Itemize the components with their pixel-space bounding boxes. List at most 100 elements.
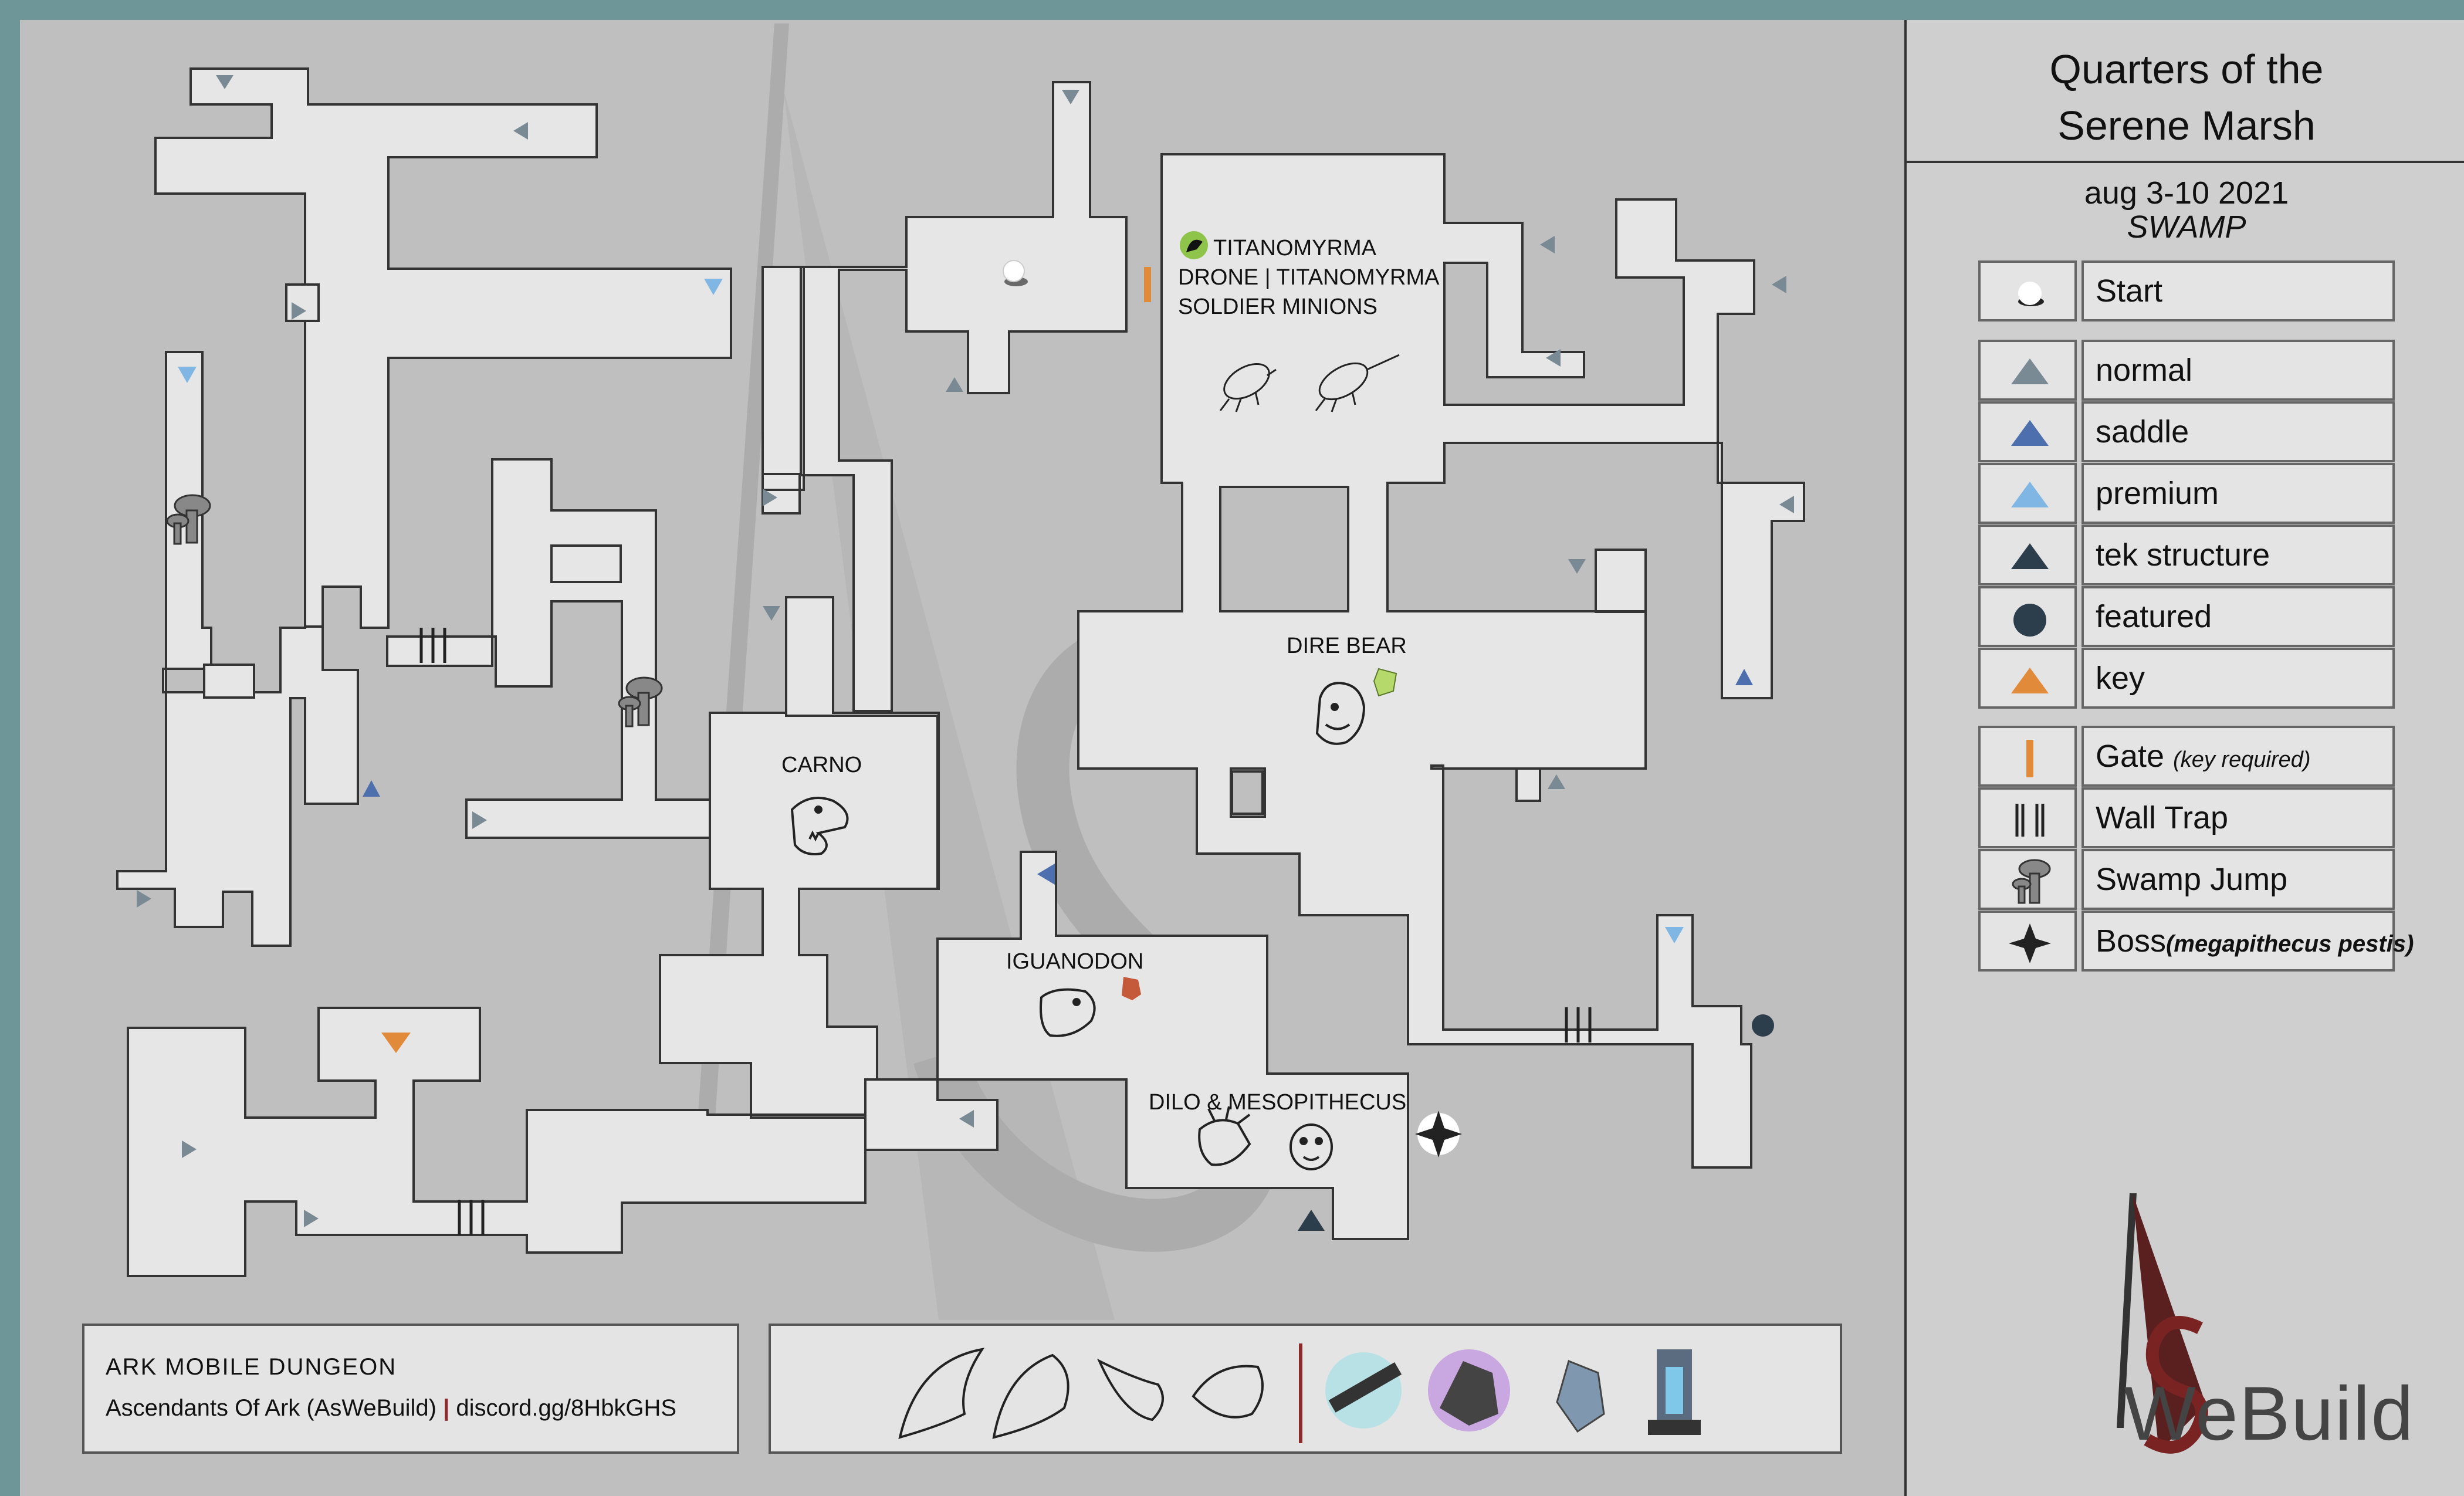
saddle-triangle-icon [363, 669, 1753, 885]
room-label-carno: CARNO [781, 753, 862, 777]
titanomyrma-badge-icon [1180, 231, 1208, 259]
map-title: Quarters of the Serene Marsh [1907, 41, 2464, 154]
gate-bar-icon [2026, 740, 2033, 777]
premium-triangle-icon [178, 279, 1684, 943]
legend-row-normal: normal [1978, 340, 2395, 401]
room-carno [659, 712, 939, 1116]
legend-row-start: Start [1978, 260, 2395, 321]
gate-icon [1144, 267, 1151, 302]
aswebuild-logo [2117, 1193, 2208, 1454]
legend-boss-name: (megapithecus pestis) [2166, 931, 2414, 957]
room-label-titanomyrma: TITANOMYRMA [1213, 236, 1376, 260]
legend-icon-cell [1978, 586, 2077, 647]
room-label-dilo-mesopithecus: DILO & MESOPITHECUS [1149, 1090, 1407, 1115]
titanomyrma-drone-icon [1219, 363, 1277, 412]
legend-gate-note: (key required) [2173, 747, 2311, 772]
legend-label: Start [2081, 260, 2395, 321]
carno-icon [790, 797, 849, 855]
pillar-hole-2 [1231, 770, 1264, 815]
boss-star-icon [1415, 1111, 1462, 1157]
info-box: ARK MOBILE DUNGEON Ascendants Of Ark (As… [82, 1324, 739, 1454]
dragon-head-icon [1192, 1365, 1264, 1419]
legend-label: featured [2081, 586, 2395, 647]
wall-trap-icon [458, 1200, 485, 1235]
legend-icon-cell [1978, 911, 2077, 972]
featured-circle-icon [1752, 1014, 1774, 1037]
legend-label: saddle [2081, 401, 2395, 462]
legend-row-premium: premium [1978, 463, 2395, 524]
legend-row-swamp-jump: Swamp Jump [1978, 849, 2395, 910]
dilo-icon [1198, 1106, 1251, 1166]
legend-icon-cell [1978, 401, 2077, 462]
dire-bear-icon [1315, 682, 1366, 745]
asset-strip [769, 1324, 1842, 1454]
room-northwest [154, 67, 732, 629]
dire-bear-badge-icon [1373, 668, 1397, 697]
legend-row-key: key [1978, 648, 2395, 709]
event-date: aug 3-10 2021 [2084, 175, 2289, 211]
info-title: ARK MOBILE DUNGEON [106, 1354, 397, 1380]
info-credits: Ascendants Of Ark (AsWeBuild) | discord.… [106, 1395, 676, 1421]
room-label-dire-bear: DIRE BEAR [1287, 634, 1407, 658]
legend-label: Gate (key required) [2081, 726, 2395, 787]
guild-name: Ascendants Of Ark (AsWeBuild) [106, 1395, 436, 1421]
tek-rifle-icon [1328, 1362, 1402, 1413]
legend-icon-cell [1978, 726, 2077, 787]
legend-row-gate: Gate (key required) [1978, 726, 2395, 787]
dimorphodon-icon [1096, 1358, 1164, 1421]
legend-label: tek structure [2081, 524, 2395, 585]
legend-label: Swamp Jump [2081, 849, 2395, 910]
legend-icon-cell [1978, 260, 2077, 321]
discord-link[interactable]: discord.gg/8HbkGHS [456, 1395, 677, 1421]
room-label-soldier-minions: SOLDIER MINIONS [1178, 295, 1377, 319]
asset-divider [1299, 1343, 1302, 1443]
biome-label: SWAMP [2127, 209, 2246, 245]
legend-label: Wall Trap [2081, 787, 2395, 848]
legend-label: premium [2081, 463, 2395, 524]
wall-trap-icon [419, 628, 446, 663]
legend-row-saddle: saddle [1978, 401, 2395, 462]
legend-icon-cell [1978, 648, 2077, 709]
legend-icon-cell [1978, 463, 2077, 524]
legend-icon-cell [1978, 340, 2077, 401]
legend-label: Boss(megapithecus pestis) [2081, 911, 2414, 972]
mushroom-icon [618, 676, 663, 727]
iguanodon-badge-icon [1122, 977, 1141, 1000]
tek-triangle-icon [2011, 543, 2049, 569]
wall-trap-icon [2015, 804, 2045, 837]
dungeon-map [116, 23, 1805, 1277]
map-title-line1: Quarters of the [2049, 46, 2324, 92]
room-label-titanomyrma-drone: DRONE | TITANOMYRMA [1178, 265, 1440, 290]
legend-row-wall-trap: Wall Trap [1978, 787, 2395, 848]
legend-icon-cell [1978, 524, 2077, 585]
titanomyrma-soldier-icon [1315, 354, 1400, 412]
start-dot-icon [1003, 260, 1028, 286]
title-divider [1907, 161, 2464, 163]
room-titanomyrma-east [1077, 153, 1805, 1169]
pteranodon-head-icon [898, 1348, 985, 1439]
legend-boss-label: Boss [2096, 923, 2167, 959]
legend-row-featured: featured [1978, 586, 2395, 647]
room-southwest [127, 851, 1409, 1277]
wall-trap-icon [1565, 1007, 1592, 1043]
normal-triangle-icon [2011, 358, 2049, 384]
tapejara-head-icon [992, 1353, 1069, 1439]
tek-gauntlet-icon [1440, 1361, 1498, 1426]
start-dot-icon [2018, 282, 2042, 305]
info-separator: | [443, 1395, 450, 1421]
element-shard-icon [1556, 1359, 1605, 1433]
iguanodon-icon [1040, 988, 1096, 1037]
map-title-line2: Serene Marsh [2057, 103, 2316, 148]
inner-block [550, 544, 622, 583]
normal-triangle-icon [137, 75, 1794, 1227]
room-label-iguanodon: IGUANODON [1006, 949, 1144, 974]
mushroom-icon [2012, 859, 2051, 904]
mushroom-icon [166, 494, 211, 545]
key-triangle-icon [2011, 668, 2049, 693]
dungeon-rooms [116, 67, 1805, 1277]
courtyard [1219, 486, 1349, 612]
alcove [285, 283, 320, 322]
legend-row-tek-structure: tek structure [1978, 524, 2395, 585]
pillar-hole [203, 664, 255, 699]
saddle-triangle-icon [2011, 420, 2049, 446]
